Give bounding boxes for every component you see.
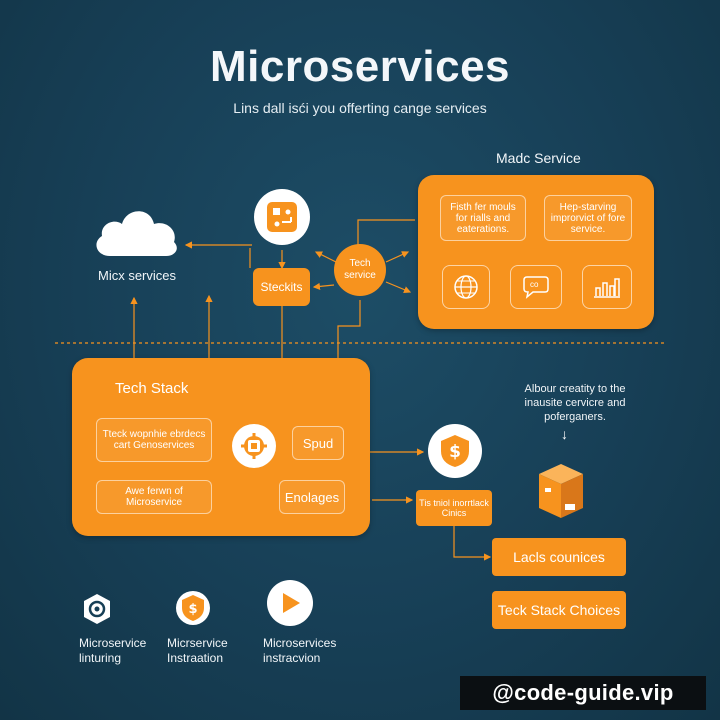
enolages-box: Enolages xyxy=(279,480,345,514)
bottom-item-3-line2: instracvion xyxy=(263,651,321,665)
dollar-badge-symbol: $ xyxy=(188,602,197,617)
madc-box-2: Hep-starving improrvict of fore service. xyxy=(544,195,632,241)
madc-service-panel: Fisth fer mouls for rialls and eateratio… xyxy=(418,175,654,329)
bottom-item-2-label: Micrservice Instraation xyxy=(167,636,228,666)
cloud-label: Micx services xyxy=(98,268,177,283)
circuit-board-icon xyxy=(254,189,310,245)
dollar-shield-icon: $ xyxy=(428,424,482,478)
madc-box-1: Fisth fer mouls for rialls and eateratio… xyxy=(440,195,526,241)
tech-stack-panel: Tech Stack Tteck wopnhie ebrdecs cart Ge… xyxy=(72,358,370,536)
connector xyxy=(453,526,492,561)
dollar-badge-icon: $ xyxy=(176,591,210,625)
tech-service-line2: service xyxy=(344,270,376,281)
tech-stack-box-1: Tteck wopnhie ebrdecs cart Genoservices xyxy=(96,418,212,462)
page-subtitle: Lins dall isći you offerting cange servi… xyxy=(233,100,487,116)
box-3d-icon xyxy=(535,460,585,522)
bottom-item-2-line1: Micrservice xyxy=(167,636,228,650)
bar-chart-icon xyxy=(582,265,632,309)
tis-box: Tis tniol inorrtlack Cinics xyxy=(416,490,492,526)
connector xyxy=(385,251,410,263)
chat-bubble-icon: co xyxy=(510,265,562,309)
tech-service-node: Tech service xyxy=(334,244,386,296)
chat-text: co xyxy=(530,280,539,289)
dollar-symbol: $ xyxy=(449,442,461,462)
bottom-item-3-line1: Microservices xyxy=(263,636,337,650)
globe-icon xyxy=(442,265,490,309)
page-title: Microservices xyxy=(209,42,511,91)
about-text: Albour creatity to the inausite cervicre… xyxy=(524,383,626,423)
madc-title: Madc Service xyxy=(496,150,581,166)
lacls-counices-box: Lacls counices xyxy=(492,538,626,576)
down-arrow: ↓ xyxy=(561,426,568,442)
play-icon xyxy=(267,580,313,626)
tech-stack-title: Tech Stack xyxy=(115,380,189,397)
spud-box: Spud xyxy=(292,426,344,460)
connector xyxy=(357,219,415,250)
cloud-icon xyxy=(90,198,182,262)
target-icon xyxy=(80,592,114,626)
stacks-box: Steckits xyxy=(253,268,310,306)
connector xyxy=(312,282,335,290)
tech-service-line1: Tech xyxy=(349,258,371,269)
bottom-item-1-label: Microservice linturing xyxy=(79,636,146,666)
tech-stack-choices-box: Teck Stack Choices xyxy=(492,591,626,629)
connector xyxy=(337,300,361,358)
connector xyxy=(314,251,337,263)
bottom-item-3-label: Microservices instracvion xyxy=(263,636,336,666)
bottom-item-1-line2: linturing xyxy=(79,651,122,665)
gear-icon xyxy=(232,424,276,468)
watermark: @code-guide.vip xyxy=(460,676,706,710)
bottom-item-1-line1: Microservice xyxy=(79,636,147,650)
bottom-item-2-line2: Instraation xyxy=(167,651,224,665)
tech-stack-box-2: Awe ferwn of Microservice xyxy=(96,480,212,514)
connector xyxy=(385,281,412,294)
